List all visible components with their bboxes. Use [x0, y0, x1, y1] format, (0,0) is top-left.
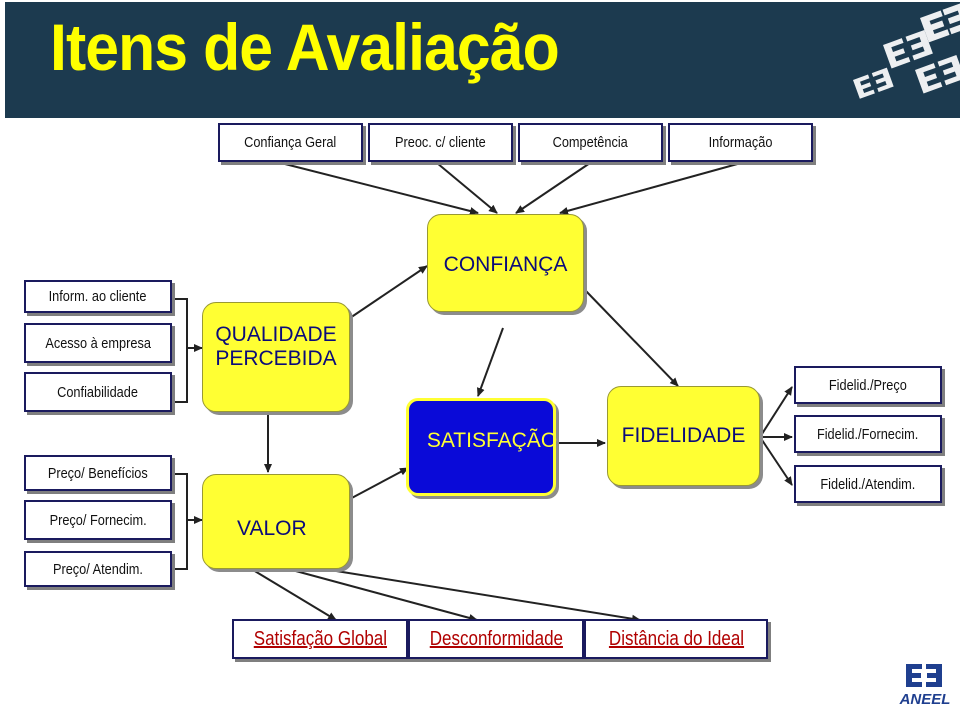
node-fidelidade: FIDELIDADE [607, 386, 760, 486]
arrow-fidelid-atendim [759, 436, 793, 486]
svg-text:ANEEL: ANEEL [899, 691, 951, 708]
aneel-logo-icon: ANEEL [898, 662, 953, 708]
arrow-confianca-satisfacao [477, 327, 504, 397]
page-title: Itens de Avaliação [50, 10, 560, 84]
bracket-qualidade [173, 298, 188, 403]
arrow-valor-satisfacao-global [252, 569, 337, 621]
arrow-informacao [559, 162, 742, 215]
item-competencia: Competência [518, 123, 663, 162]
node-qualidade-percebida: QUALIDADE PERCEBIDA [202, 302, 350, 412]
arrow-valor-satisfacao [347, 467, 409, 501]
item-preco-fornecim: Preço/ Fornecim. [24, 500, 172, 540]
arrow-confianca-fidelidade [584, 289, 679, 387]
item-preco-beneficios: Preço/ Benefícios [24, 455, 172, 491]
aneel-watermark-icon [853, 2, 960, 99]
arrow-qualidade-confianca [349, 265, 428, 319]
node-valor: VALOR [202, 474, 350, 569]
arrow-fidelid-preco [759, 386, 793, 438]
item-confiabilidade: Confiabilidade [24, 372, 172, 412]
title-band [5, 2, 960, 118]
item-preco-atendim: Preço/ Atendim. [24, 551, 172, 587]
item-confianca-geral: Confiança Geral [218, 123, 363, 162]
bracket-valor [173, 473, 188, 570]
item-informacao: Informação [668, 123, 813, 162]
header: Itens de Avaliação [0, 0, 960, 120]
item-inform-cliente: Inform. ao cliente [24, 280, 172, 313]
arrow-confianca-geral [280, 162, 479, 215]
node-satisfacao: SATISFAÇÃO [406, 398, 557, 496]
item-distancia-ideal: Distância do Ideal [584, 619, 768, 659]
item-preoc-cliente: Preoc. c/ cliente [368, 123, 513, 162]
node-confianca: CONFIANÇA [427, 214, 584, 312]
item-acesso-empresa: Acesso à empresa [24, 323, 172, 363]
item-desconformidade: Desconformidade [408, 619, 584, 659]
item-fidelid-atendim: Fidelid./Atendim. [794, 465, 942, 503]
item-satisfacao-global: Satisfação Global [232, 619, 408, 659]
item-fidelid-fornecim: Fidelid./Fornecim. [794, 415, 942, 453]
arrow-competencia [515, 162, 591, 214]
arrow-valor-distancia-ideal [329, 569, 641, 623]
item-fidelid-preco: Fidelid./Preço [794, 366, 942, 404]
arrow-preoc-cliente [436, 162, 498, 214]
arrow-valor-desconformidade [291, 569, 478, 622]
